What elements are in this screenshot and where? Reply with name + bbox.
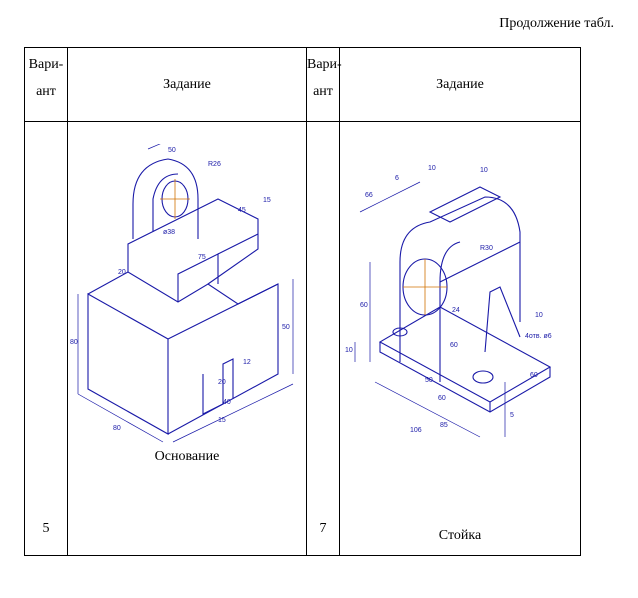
part-outline	[217, 233, 259, 255]
dim-label: 20	[218, 379, 226, 386]
header-task-text: Задание	[163, 76, 211, 92]
header-variant-text: Вари- ант	[28, 57, 64, 99]
dim-line	[374, 381, 481, 438]
dim-label: 50	[425, 377, 433, 384]
part-outline	[87, 271, 279, 305]
dim-label: 4отв. ø6	[525, 333, 552, 340]
part-outline	[378, 306, 552, 403]
variant-number: 7	[319, 521, 327, 536]
drawing-cell-stoyka: 66 6 10 10 R30 60 10 60 24 10 4отв. ø6 6…	[339, 121, 581, 556]
dim-label: 24	[452, 307, 460, 314]
dim-label: ø38	[163, 229, 175, 236]
dim-label: 10	[428, 165, 436, 172]
isometric-drawing-stoyka: 66 6 10 10 R30 60 10 60 24 10 4отв. ø6 6…	[345, 165, 552, 438]
dim-label: 10	[480, 167, 488, 174]
caption-stoyka: Стойка	[438, 528, 482, 543]
lug-outline	[152, 173, 179, 232]
drawing-cell-osnovanie: 80 80 15 50 50 R26 ø38 75 45 15 20 12 20…	[67, 121, 307, 556]
dim-line	[359, 181, 421, 213]
header-variant-2: Вари- ант	[306, 47, 342, 122]
variant-number: 5	[42, 521, 50, 536]
dim-label: R26	[208, 161, 221, 168]
dim-label: 80	[70, 339, 78, 346]
dim-label: 40	[223, 399, 231, 406]
dim-label: 60	[450, 342, 458, 349]
dim-label: 6	[395, 175, 399, 182]
dim-label: 50	[282, 324, 290, 331]
isometric-drawing-osnovanie: 80 80 15 50 50 R26 ø38 75 45 15 20 12 20…	[70, 144, 294, 443]
dim-label: 10	[345, 347, 353, 354]
dim-label: 60	[360, 302, 368, 309]
slot-outline	[202, 358, 234, 415]
dim-line	[147, 144, 161, 150]
part-outline	[439, 241, 521, 283]
hole	[472, 370, 494, 384]
slot-outline	[428, 186, 502, 223]
dim-label: 50	[168, 147, 176, 154]
dim-label: 66	[365, 192, 373, 199]
variant-number-cell: 5	[24, 121, 68, 556]
caption-osnovanie: Основание	[154, 449, 220, 464]
lug-outline	[132, 158, 199, 239]
dim-label: 75	[198, 254, 206, 261]
dim-label: R30	[480, 245, 493, 252]
header-task-2: Задание	[339, 47, 581, 122]
dim-label: 15	[218, 417, 226, 424]
hole	[392, 327, 408, 337]
part-outline	[87, 293, 169, 435]
continuation-label: Продолжение табл.	[499, 16, 614, 31]
dim-label: 85	[440, 422, 448, 429]
part-outline	[177, 253, 219, 302]
dim-label: 45	[238, 207, 246, 214]
task-table: Вари- ант Задание Вари- ант Задание 5	[24, 47, 581, 556]
header-task-text: Задание	[436, 76, 484, 92]
variant-number-cell: 7	[306, 121, 340, 556]
header-variant-text: Вари- ант	[307, 57, 342, 99]
header-variant-1: Вари- ант	[24, 47, 68, 122]
dim-label: 12	[243, 359, 251, 366]
part-outline	[399, 196, 521, 362]
dim-label: 10	[535, 312, 543, 319]
dim-label: 5	[510, 412, 514, 419]
part-outline	[167, 283, 279, 435]
dim-label: 106	[410, 427, 422, 434]
dim-label: 60	[438, 395, 446, 402]
dim-label: 60	[530, 372, 538, 379]
dim-label: 15	[263, 197, 271, 204]
dim-label: 80	[113, 425, 121, 432]
part-outline	[127, 198, 259, 285]
dim-line	[172, 383, 294, 443]
header-task-1: Задание	[67, 47, 307, 122]
dim-label: 20	[118, 269, 126, 276]
dim-line	[77, 393, 164, 443]
rib-outline	[484, 286, 521, 353]
